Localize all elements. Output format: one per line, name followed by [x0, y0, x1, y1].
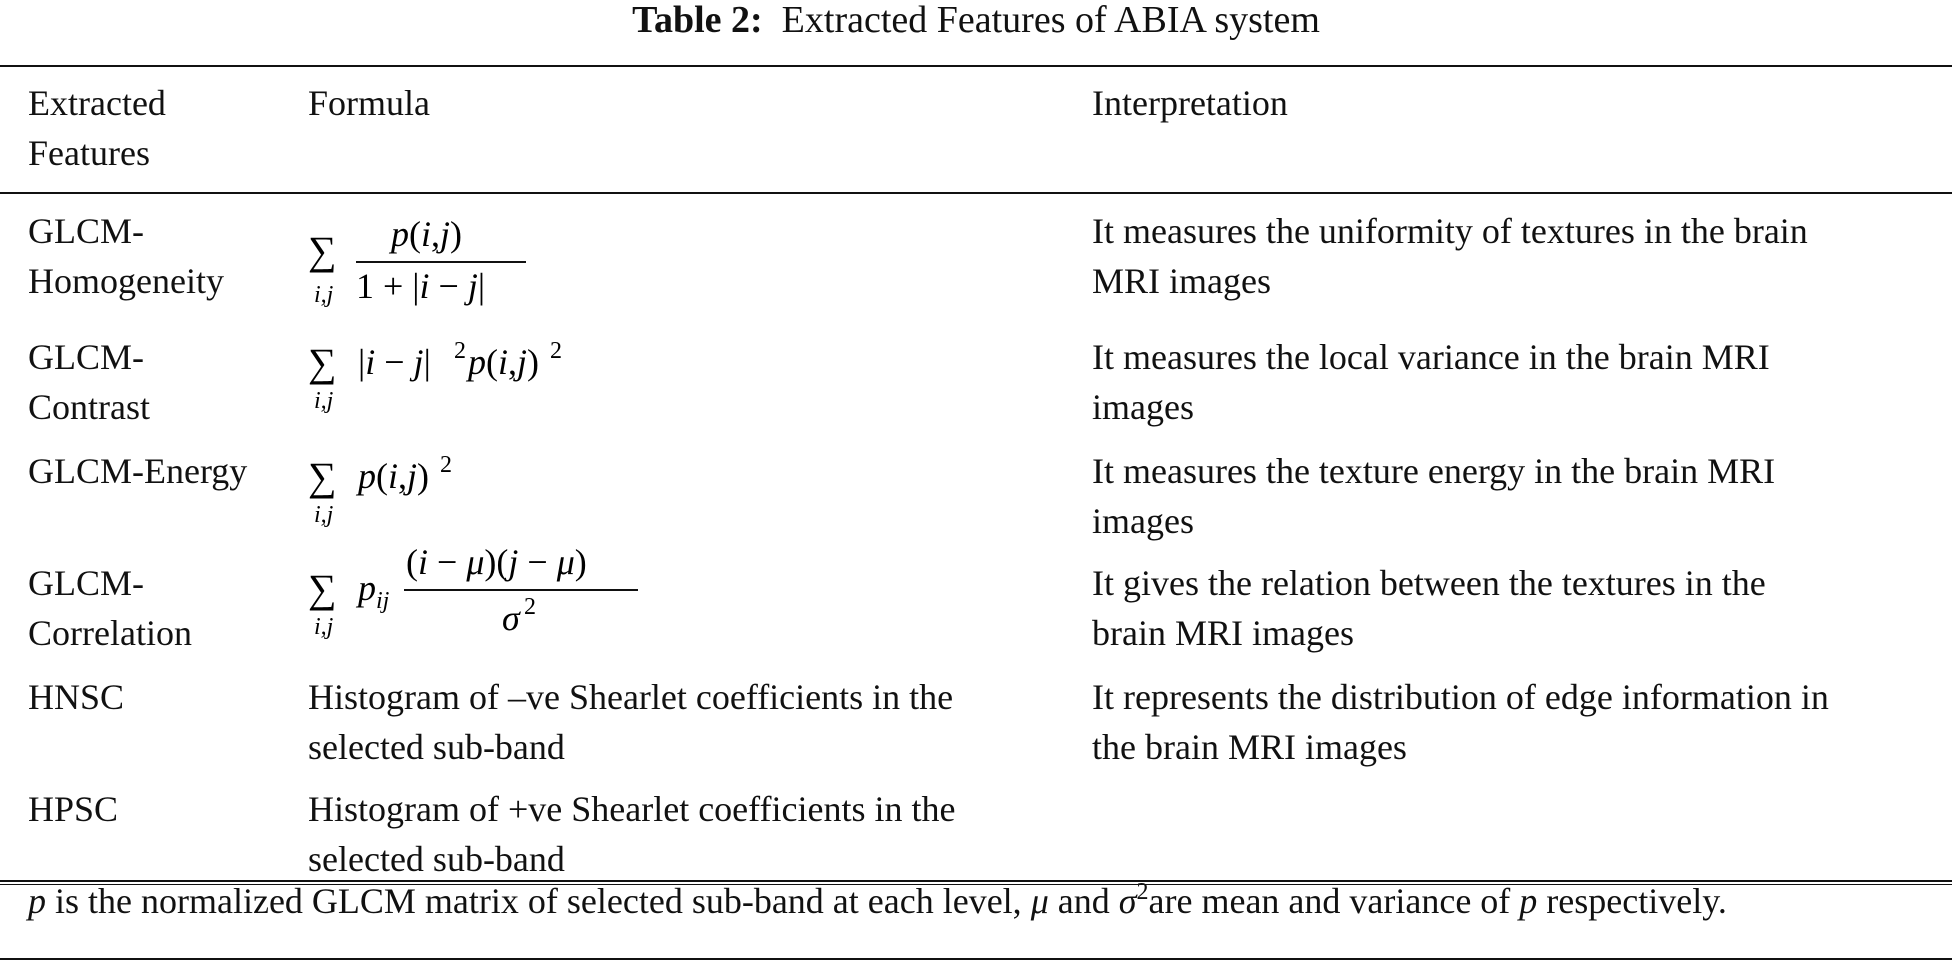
interp-line1: It gives the relation between the textur…: [1092, 563, 1766, 603]
interp-line2: brain MRI images: [1092, 613, 1354, 653]
feature-line2: Contrast: [28, 387, 150, 427]
feature-line1: GLCM-: [28, 563, 144, 603]
feature-line1: GLCM-: [28, 337, 144, 377]
feature-line2: Homogeneity: [28, 261, 224, 301]
svg-text:σ: σ: [502, 598, 521, 638]
feature-line1: HNSC: [28, 677, 125, 717]
svg-text:1 + |i − j|: 1 + |i − j|: [356, 266, 485, 306]
svg-text:∑: ∑: [308, 566, 337, 611]
feature-line1: GLCM-Energy: [28, 451, 248, 491]
svg-text:2: 2: [440, 452, 452, 478]
header-formula: Formula: [308, 83, 430, 123]
row-energy-feature: GLCM-Energy: [28, 446, 247, 496]
svg-text:p(i,j): p(i,j): [355, 456, 429, 496]
header-rule: [0, 192, 1952, 194]
interp-line2: MRI images: [1092, 261, 1271, 301]
svg-text:i,j: i,j: [314, 502, 334, 528]
svg-text:i,j: i,j: [314, 388, 334, 414]
caption-text: Extracted Features of ABIA system: [781, 0, 1320, 41]
formula-contrast-graphic: ∑ i,j |i − j| 2 p(i,j) 2: [308, 338, 562, 414]
row-contrast-interpretation: It measures the local variance in the br…: [1092, 332, 1770, 432]
row-energy-interpretation: It measures the texture energy in the br…: [1092, 446, 1775, 546]
header-interpretation: Interpretation: [1092, 83, 1288, 123]
formula-line2: selected sub-band: [308, 727, 565, 767]
svg-text:∑: ∑: [308, 228, 337, 273]
svg-text:2: 2: [454, 338, 466, 364]
formula-energy-graphic: ∑ i,j p(i,j) 2: [308, 452, 452, 528]
caption-label: Table 2:: [632, 0, 763, 41]
footnote-text3: respectively.: [1537, 881, 1727, 921]
feature-line2: Correlation: [28, 613, 192, 653]
footnote-mu: μ: [1030, 881, 1049, 921]
formula-line1: Histogram of –ve Shearlet coefficients i…: [308, 677, 954, 717]
formula-correlation-graphic: ∑ i,j p ij (i − μ)(j − μ) σ 2: [308, 542, 638, 640]
interp-line2: images: [1092, 501, 1194, 541]
table-footnote: p is the normalized GLCM matrix of selec…: [28, 876, 1727, 926]
svg-text:p(i,j): p(i,j): [465, 342, 539, 382]
top-rule: [0, 65, 1952, 67]
formula-correlation: ∑ i,j p ij (i − μ)(j − μ) σ 2: [306, 530, 646, 659]
row-homogeneity-feature: GLCM- Homogeneity: [28, 206, 224, 306]
feature-line1: GLCM-: [28, 211, 144, 251]
formula-line1: Histogram of +ve Shearlet coefficients i…: [308, 789, 956, 829]
footnote-text2: are mean and variance of: [1148, 881, 1520, 921]
footnote-sup: 2: [1136, 879, 1149, 905]
row-correlation-feature: GLCM- Correlation: [28, 558, 192, 658]
interp-line2: the brain MRI images: [1092, 727, 1407, 767]
footnote-p: p: [28, 881, 46, 921]
row-contrast-feature: GLCM- Contrast: [28, 332, 150, 432]
row-hnsc-feature: HNSC: [28, 672, 124, 722]
svg-text:(i − μ)(j − μ): (i − μ)(j − μ): [406, 542, 587, 582]
svg-text:∑: ∑: [308, 340, 337, 385]
svg-text:i,j: i,j: [314, 282, 334, 308]
row-hnsc-interpretation: It represents the distribution of edge i…: [1092, 672, 1829, 772]
row-hnsc-formula: Histogram of –ve Shearlet coefficients i…: [308, 672, 953, 772]
svg-text:ij: ij: [376, 588, 390, 614]
footnote-text1: is the normalized GLCM matrix of selecte…: [46, 881, 1031, 921]
interp-line1: It represents the distribution of edge i…: [1092, 677, 1829, 717]
footnote-and: and: [1048, 881, 1119, 921]
svg-text:∑: ∑: [308, 454, 337, 499]
formula-homogeneity: ∑ i,j p(i,j) 1 + |i − j|: [306, 210, 546, 329]
header-extracted-features: Extracted Features: [28, 78, 166, 178]
formula-homogeneity-graphic: ∑ i,j p(i,j) 1 + |i − j|: [308, 214, 526, 308]
footnote-p2: p: [1519, 881, 1538, 921]
svg-text:|i − j|: |i − j|: [358, 342, 431, 382]
table-caption: Table 2: Extracted Features of ABIA syst…: [0, 0, 1952, 44]
interp-line2: images: [1092, 387, 1194, 427]
row-hpsc-feature: HPSC: [28, 784, 118, 834]
footnote-top-rule: [0, 884, 1952, 885]
svg-text:p: p: [355, 568, 376, 608]
interp-line1: It measures the uniformity of textures i…: [1092, 211, 1808, 251]
row-hpsc-formula: Histogram of +ve Shearlet coefficients i…: [308, 784, 955, 884]
row-homogeneity-interpretation: It measures the uniformity of textures i…: [1092, 206, 1808, 306]
formula-contrast: ∑ i,j |i − j| 2 p(i,j) 2: [306, 330, 626, 429]
svg-text:p(i,j): p(i,j): [388, 214, 462, 254]
svg-text:i,j: i,j: [314, 614, 334, 640]
svg-text:2: 2: [524, 594, 536, 620]
formula-line2: selected sub-band: [308, 839, 565, 879]
header-feature-line1: Extracted: [28, 83, 166, 123]
body-bottom-rule: [0, 880, 1952, 882]
interp-line1: It measures the texture energy in the br…: [1092, 451, 1776, 491]
interp-line1: It measures the local variance in the br…: [1092, 337, 1770, 377]
header-feature-line2: Features: [28, 133, 150, 173]
svg-text:2: 2: [550, 338, 562, 364]
formula-energy: ∑ i,j p(i,j) 2: [306, 444, 506, 543]
footnote-sigma: σ: [1118, 881, 1137, 921]
row-correlation-interpretation: It gives the relation between the textur…: [1092, 558, 1766, 658]
feature-line1: HPSC: [28, 789, 119, 829]
footnote-bottom-rule: [0, 958, 1952, 960]
